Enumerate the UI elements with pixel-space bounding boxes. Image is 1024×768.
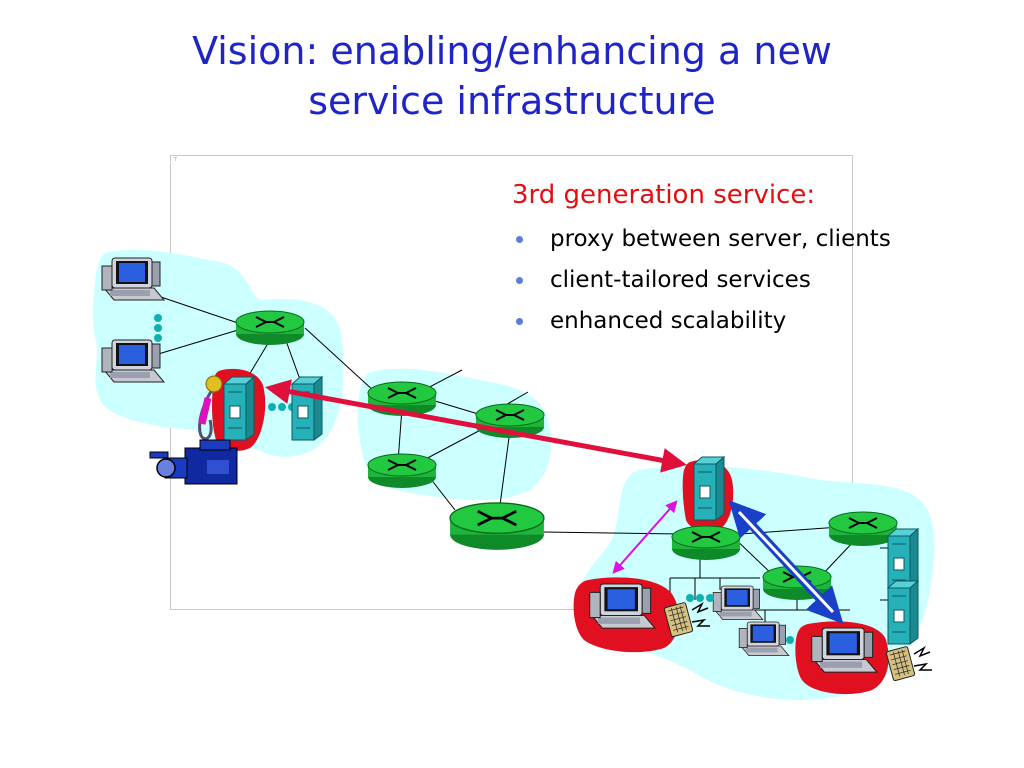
right-router-3-icon <box>828 511 898 547</box>
bullet-dot-icon <box>516 277 523 284</box>
wireless-pda-2-icon <box>885 645 933 682</box>
bullet-dot-icon <box>516 318 523 325</box>
core-router-3-icon <box>367 453 437 489</box>
video-camera-icon <box>149 439 238 485</box>
bullet-item: enhanced scalability <box>512 308 891 349</box>
second-server-icon <box>291 376 323 441</box>
bullet-item: proxy between server, clients <box>512 226 891 267</box>
microphone-icon <box>198 375 223 441</box>
bullet-text: client-tailored services <box>550 267 811 293</box>
bullet-text: proxy between server, clients <box>550 226 891 252</box>
bullet-list: proxy between server, clients client-tai… <box>512 226 891 349</box>
right-server-2-icon <box>887 580 919 645</box>
bullet-text: enhanced scalability <box>550 308 787 334</box>
left-edge-router-icon <box>235 310 305 346</box>
service-heading: 3rd generation service: <box>512 180 816 210</box>
client-dots-icon <box>686 594 714 602</box>
frame-corner-mark-icon: ⊤ <box>173 157 178 163</box>
origin-server-icon <box>223 376 255 441</box>
bullet-dot-icon <box>516 236 523 243</box>
core-router-large-icon <box>448 501 546 552</box>
slide-title-line-1: Vision: enabling/enhancing a new <box>192 29 832 73</box>
slide-title-line-2: service infrastructure <box>308 79 716 123</box>
origin-proxy-arrow <box>265 379 687 473</box>
proxy-server-icon <box>693 456 725 521</box>
proxy-client-arrow <box>612 500 678 574</box>
right-edge-router-icon <box>671 525 741 561</box>
left-host-dots-icon <box>154 314 162 342</box>
bullet-item: client-tailored services <box>512 267 891 308</box>
proxy-wireless-double-arrow <box>728 500 844 624</box>
